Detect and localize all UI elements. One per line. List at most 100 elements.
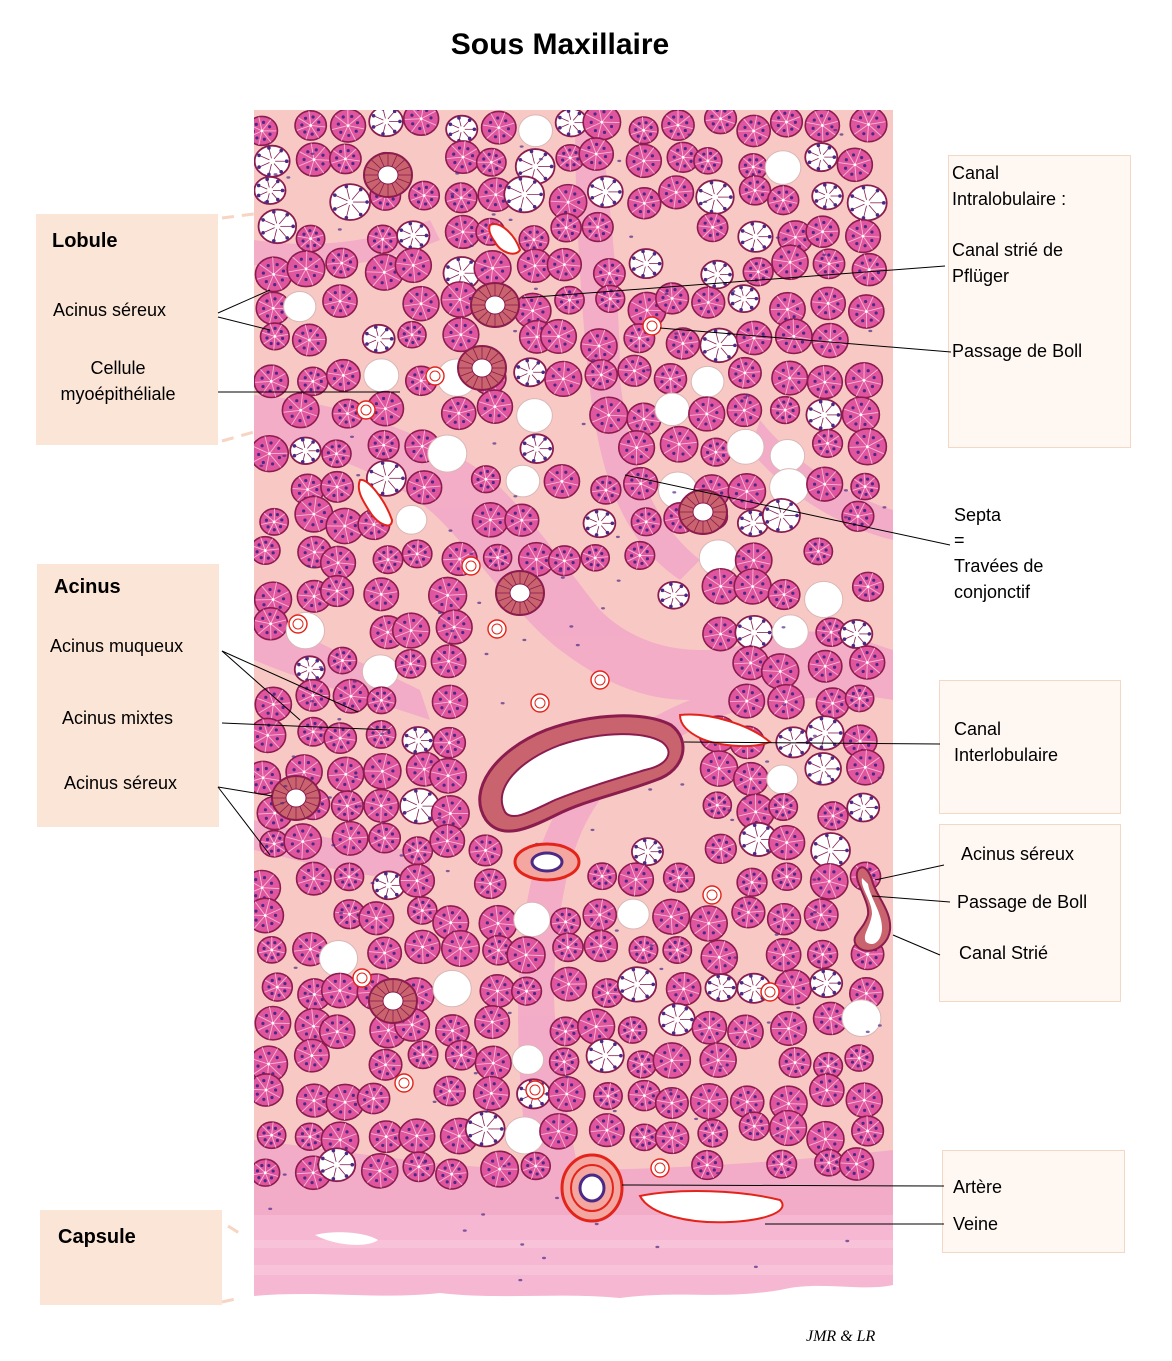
acinus-cluster [404,929,441,965]
acinus-cluster [804,580,844,619]
page-title: Sous Maxillaire [450,28,670,61]
acinus-cluster [511,1044,545,1075]
capsule-vessel [315,1232,378,1245]
acinus-cluster [804,142,839,173]
acinus-cluster [429,823,466,858]
interlobular-duct [478,714,685,833]
acinus-cluster [294,110,328,141]
septa-label: Septa [954,505,1002,525]
acinus-cluster [332,678,370,714]
acinus-cluster [543,464,581,499]
acinus-cluster [482,543,513,572]
author-signature: JMR & LR [806,1328,876,1345]
acinus-cluster [329,110,367,143]
artery-label: Artère [953,1177,1003,1197]
acinus-cluster [427,434,468,473]
acinus-cluster [368,110,404,138]
acinus-cluster [768,824,806,861]
acinus-cluster [368,822,402,854]
acinus-cluster [254,686,293,723]
acinus-cluster [552,932,584,963]
acinus-cluster [631,837,664,867]
acinus-cluster [440,396,477,431]
acinus-cluster [665,327,701,360]
acinus-cluster [583,929,619,963]
acinus-cluster [658,175,695,210]
acinus-cluster [333,862,365,892]
acinus-cluster [771,244,809,281]
acinus-cluster [767,579,801,611]
acinus-cluster [624,540,656,570]
acinus-cluster [295,861,332,896]
acinus-cluster [584,359,619,391]
acinus-cluster [771,360,809,396]
acinus-cluster [628,248,664,280]
acinus-cluster [406,896,438,925]
acinus-cluster [771,614,809,650]
acinus-cluster [616,898,650,930]
acinus-cluster [778,1047,812,1079]
intralobular-boll-label: Passage de Boll [952,341,1083,361]
acinus-cluster [761,497,801,534]
acinus-cluster [513,901,551,938]
acinus-cluster [591,978,624,1008]
lobule-label-box [36,214,218,445]
acinus-cluster [700,939,739,976]
acinus-cluster [815,687,850,720]
acinus-cluster [435,1158,469,1190]
acinus-cluster [430,644,467,679]
acinus-cluster [628,935,659,964]
acinus-cluster [256,1121,287,1150]
acinus-cluster [617,1016,648,1044]
acinus-cluster [254,256,293,293]
vein-drawing [638,1190,784,1224]
acinus-cluster [810,286,847,321]
acinus-cluster [257,208,298,245]
acinus-cluster [440,929,481,968]
acinus-cluster [736,867,768,897]
acinus-cluster [702,791,733,820]
acinus-cluster [626,402,662,436]
acinus-cluster [699,327,739,364]
acinus-cluster [435,609,473,645]
vessels-label-box [942,1150,1125,1253]
acinus-cluster [590,475,622,505]
acinus-cluster [254,897,285,934]
acinus-cluster [696,212,729,243]
acinus-cluster [701,567,741,605]
acinus-cluster [630,507,662,537]
acinus-cluster [506,936,546,974]
acinus-cluster [809,862,849,900]
acinus-cluster [472,1075,510,1111]
acinus-cluster [261,972,294,1002]
acinus-cluster [655,282,690,315]
acinus-cluster [254,364,290,399]
sequence-striated-duct-label: Canal Strié [959,943,1049,963]
acinus-cluster [769,395,801,425]
acinus-cluster [592,258,626,289]
acinus-cluster [254,144,291,178]
acinus-cluster [625,143,663,179]
acinus-cluster [704,833,738,865]
acinus-cluster [368,1048,403,1081]
acinus-cluster [627,187,662,220]
boll-passage [650,1158,670,1178]
acinus-cluster [726,393,763,428]
striated-duct [678,489,728,535]
acinus-cluster [652,1042,692,1079]
boll-passage [425,366,445,386]
acinus-cluster [254,1045,289,1083]
acinus-cluster [807,649,843,683]
acinus-cluster [363,752,402,790]
acinus-cluster [773,969,813,1006]
acinus-cluster [395,504,428,535]
acinus-cluster [627,1079,662,1112]
striated-duct [271,775,321,821]
capsule-dashes [221,212,255,1304]
boll-passage [530,693,550,713]
acinus-cluster [580,544,611,572]
acinus-cluster [811,322,849,359]
acinus-cluster [691,286,726,319]
acinus-cluster [444,140,481,175]
acinus-cluster [398,1118,436,1154]
